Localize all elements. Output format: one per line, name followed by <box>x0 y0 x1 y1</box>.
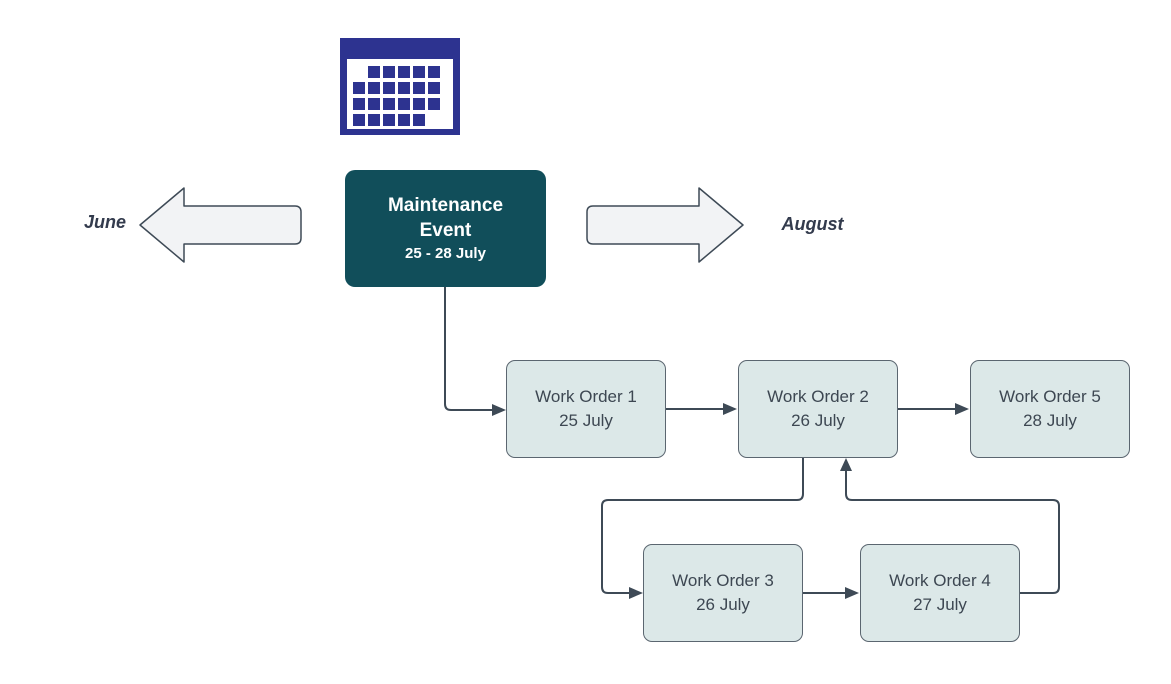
left-block-arrow <box>139 187 302 263</box>
work-order-5-date: 28 July <box>1023 411 1077 430</box>
arrowhead-wo3-to-wo4 <box>845 587 859 599</box>
june-label: June <box>83 212 126 232</box>
work-order-5-name: Work Order 5 <box>999 387 1101 406</box>
work-order-2-name: Work Order 2 <box>767 387 869 406</box>
maintenance-event-node: Maintenance Event 25 - 28 July <box>345 170 546 287</box>
work-order-2-date: 26 July <box>791 411 845 430</box>
arrowhead-wo4-to-wo2 <box>840 458 852 471</box>
work-order-5-node: Work Order 5 28 July <box>970 360 1130 458</box>
work-order-4-node: Work Order 4 27 July <box>860 544 1020 642</box>
work-order-4-name: Work Order 4 <box>889 571 991 590</box>
august-label: August <box>781 214 844 234</box>
work-order-3-name: Work Order 3 <box>672 571 774 590</box>
arrowhead-wo2-to-wo5 <box>955 403 969 415</box>
work-order-4-date: 27 July <box>913 595 967 614</box>
arrowhead-wo2-to-wo3 <box>629 587 643 599</box>
work-order-1-name: Work Order 1 <box>535 387 637 406</box>
work-order-1-node: Work Order 1 25 July <box>506 360 666 458</box>
work-order-1-date: 25 July <box>559 411 613 430</box>
work-order-3-date: 26 July <box>696 595 750 614</box>
maintenance-event-dates: 25 - 28 July <box>405 244 486 262</box>
arrowhead-wo1-to-wo2 <box>723 403 737 415</box>
maintenance-event-title: Maintenance Event <box>387 194 504 241</box>
arrowhead-event-to-wo1 <box>492 404 506 416</box>
work-order-3-node: Work Order 3 26 July <box>643 544 803 642</box>
right-block-arrow <box>586 187 744 263</box>
connector-event-to-wo1 <box>444 287 493 411</box>
work-order-2-node: Work Order 2 26 July <box>738 360 898 458</box>
calendar-icon <box>340 38 460 135</box>
